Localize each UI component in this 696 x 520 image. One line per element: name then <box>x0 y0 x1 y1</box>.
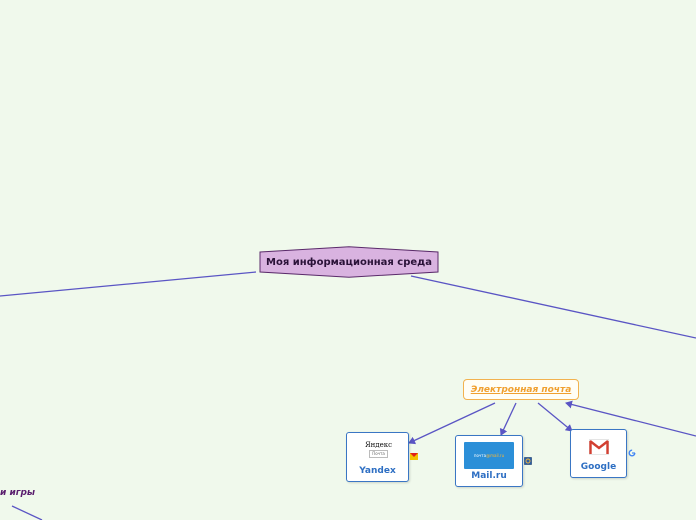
mailru-card[interactable]: почта@mail.ru Mail.ru <box>455 435 523 487</box>
partial-topic-games[interactable]: и игры <box>0 488 36 498</box>
google-g-icon <box>628 449 636 457</box>
yandex-card[interactable]: Яндекс Почта Yandex <box>346 432 409 482</box>
google-card[interactable]: Google <box>570 429 627 478</box>
connector-partial-games <box>11 505 43 520</box>
central-topic-label: Моя информационная среда <box>266 256 432 268</box>
email-topic[interactable]: Электронная почта <box>463 379 579 400</box>
mailru-badge-icon <box>524 457 532 465</box>
yandex-logo-sub: Почта <box>369 450 388 458</box>
connector-email-mailru <box>499 402 517 436</box>
yandex-label: Yandex <box>359 466 396 476</box>
gmail-icon <box>589 439 609 455</box>
mailru-logo-accent: @mail.ru <box>486 453 505 458</box>
google-label: Google <box>580 462 617 472</box>
central-topic-shape <box>259 246 439 278</box>
yandex-logo: Яндекс Почта <box>364 441 393 459</box>
mailru-logo-text: почта <box>473 453 487 458</box>
mailru-logo: почта@mail.ru <box>464 442 514 469</box>
central-topic[interactable]: Моя информационная среда <box>258 246 440 278</box>
connector-right-email <box>565 400 696 437</box>
connector-central-left <box>0 271 257 297</box>
yandex-logo-text: Яндекс <box>364 441 393 449</box>
mailru-label: Mail.ru <box>471 471 507 481</box>
connector-email-yandex <box>408 402 496 445</box>
connector-central-right <box>410 275 696 339</box>
connector-email-google <box>537 402 573 432</box>
yandex-badge-icon <box>410 453 418 460</box>
